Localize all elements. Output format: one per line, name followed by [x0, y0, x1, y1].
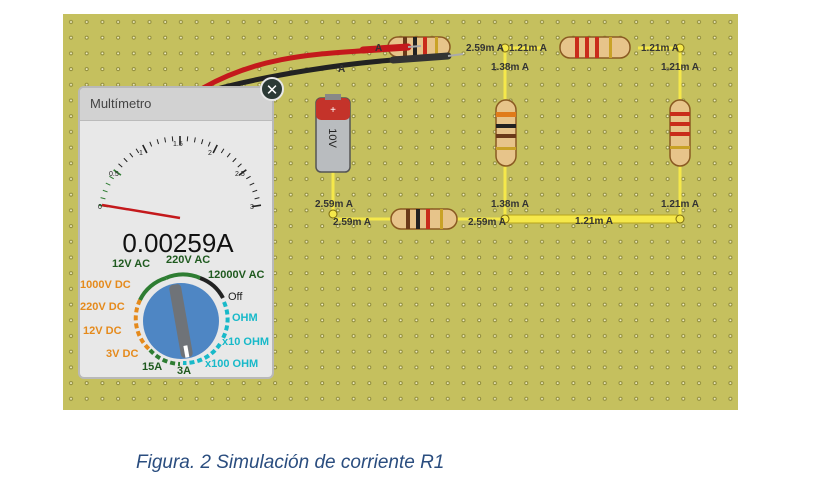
label-bottom-left-1: 2.59m A: [315, 199, 353, 210]
label-top-mid-2: 1.21m A: [509, 43, 547, 54]
scale-tick: [123, 157, 128, 163]
scale-tick: [193, 137, 196, 143]
resistor-right-vertical: [669, 99, 691, 167]
scale-tick: [254, 197, 260, 200]
scale-tick: [246, 175, 251, 180]
analog-scale: 0 0.5 1 1.5 2 2.5 3: [98, 136, 262, 211]
scale-tick: [135, 148, 140, 154]
current-labels: A A 2.59m A 1.21m A 1.21m A 1.38m A 1.21…: [315, 43, 699, 228]
dial-label-ohm[interactable]: OHM: [232, 312, 258, 324]
scale-tick: [251, 204, 262, 208]
junctions: [328, 43, 685, 224]
label-branch-right-bottom: 1.21m A: [661, 199, 699, 210]
label-top-left: A: [375, 43, 382, 54]
scale-tick: [113, 169, 122, 176]
breadboard: + 10V A A 2.59m A 1.21m A 1.21m A: [63, 14, 738, 410]
scale-label-1-5: 1.5: [173, 141, 183, 148]
scale-label-2: 2: [208, 150, 212, 157]
scale-tick: [207, 141, 211, 147]
multimeter-graphics: 0 0.5 1 1.5 2 2.5 3: [98, 136, 262, 366]
dial-pointer: [169, 284, 193, 358]
scale-tick: [100, 197, 106, 200]
label-branch-right-top: 1.21m A: [661, 62, 699, 73]
scale-tick: [226, 152, 231, 158]
scale-label-3: 3: [250, 204, 254, 211]
dial-label-off[interactable]: Off: [228, 291, 243, 303]
scale-tick: [164, 137, 167, 143]
scale-tick: [238, 169, 247, 176]
multimeter-titlebar[interactable]: Multímetro: [80, 88, 272, 121]
dial-label-3v-dc[interactable]: 3V DC: [106, 348, 139, 360]
meter-needle: [101, 203, 181, 220]
dial-label-15a[interactable]: 15A: [142, 361, 163, 373]
scale-tick: [105, 182, 111, 186]
scale-label-0-5: 0.5: [109, 171, 119, 178]
scale-tick: [129, 152, 134, 158]
scale-tick: [109, 175, 114, 180]
label-top-right: 1.21m A: [641, 43, 679, 54]
resistor-top-right: [559, 36, 631, 59]
scale-tick: [252, 189, 258, 193]
dial-label-x10-ohm[interactable]: x10 OHM: [222, 336, 270, 348]
scale-tick: [118, 163, 123, 168]
scale-tick: [201, 139, 204, 145]
label-top-mid-1: 2.59m A: [466, 43, 504, 54]
label-wire-right: 1.21m A: [575, 216, 613, 227]
dial-label-220v-dc[interactable]: 220V DC: [80, 301, 125, 313]
multimeter-panel[interactable]: Multímetro 0 0.5 1 1.5 2 2.5 3: [78, 86, 274, 379]
dial-label-3a[interactable]: 3A: [177, 365, 192, 377]
scale-tick: [142, 144, 148, 154]
scale-tick: [220, 148, 225, 154]
svg-text:+: +: [330, 105, 336, 116]
label-branch-mid-bottom: 1.38m A: [491, 199, 529, 210]
scale-label-1: 1: [139, 150, 143, 157]
dial-label-x100-ohm[interactable]: x100 OHM: [205, 358, 259, 370]
dial-label-1000v-dc[interactable]: 1000V DC: [80, 279, 131, 291]
resistor-mid-vertical: [495, 99, 517, 167]
scale-label-2-5: 2.5: [235, 171, 245, 178]
scale-tick: [237, 163, 242, 168]
dial-label-12v-dc[interactable]: 12V DC: [83, 325, 122, 337]
battery: + 10V: [315, 94, 351, 173]
dial-label-12v-ac[interactable]: 12V AC: [112, 258, 151, 270]
scale-tick: [232, 157, 237, 163]
scale-tick: [212, 144, 218, 154]
scale-tick: [102, 189, 108, 193]
multimeter-reading: 0.00259A: [122, 228, 234, 258]
scale-tick: [249, 182, 255, 186]
label-bottom-left-2: 2.59m A: [333, 217, 371, 228]
battery-label: 10V: [326, 128, 338, 148]
label-branch-mid-top: 1.38m A: [491, 62, 529, 73]
label-bottom-mid: 2.59m A: [468, 217, 506, 228]
scale-tick: [156, 139, 159, 145]
label-top-left-sub: A: [338, 64, 345, 75]
scale-label-0: 0: [98, 204, 102, 211]
close-icon[interactable]: ✕: [260, 77, 284, 101]
scale-tick: [149, 141, 153, 147]
dial-ring: [133, 272, 230, 366]
dial-label-12000v-ac[interactable]: 12000V AC: [208, 269, 265, 281]
figure-caption: Figura. 2 Simulación de corriente R1: [136, 452, 445, 473]
resistor-bottom: [390, 208, 458, 230]
dial-label-220v-ac[interactable]: 220V AC: [166, 254, 211, 266]
probe-leads: [201, 43, 464, 93]
multimeter-title: Multímetro: [90, 96, 152, 111]
